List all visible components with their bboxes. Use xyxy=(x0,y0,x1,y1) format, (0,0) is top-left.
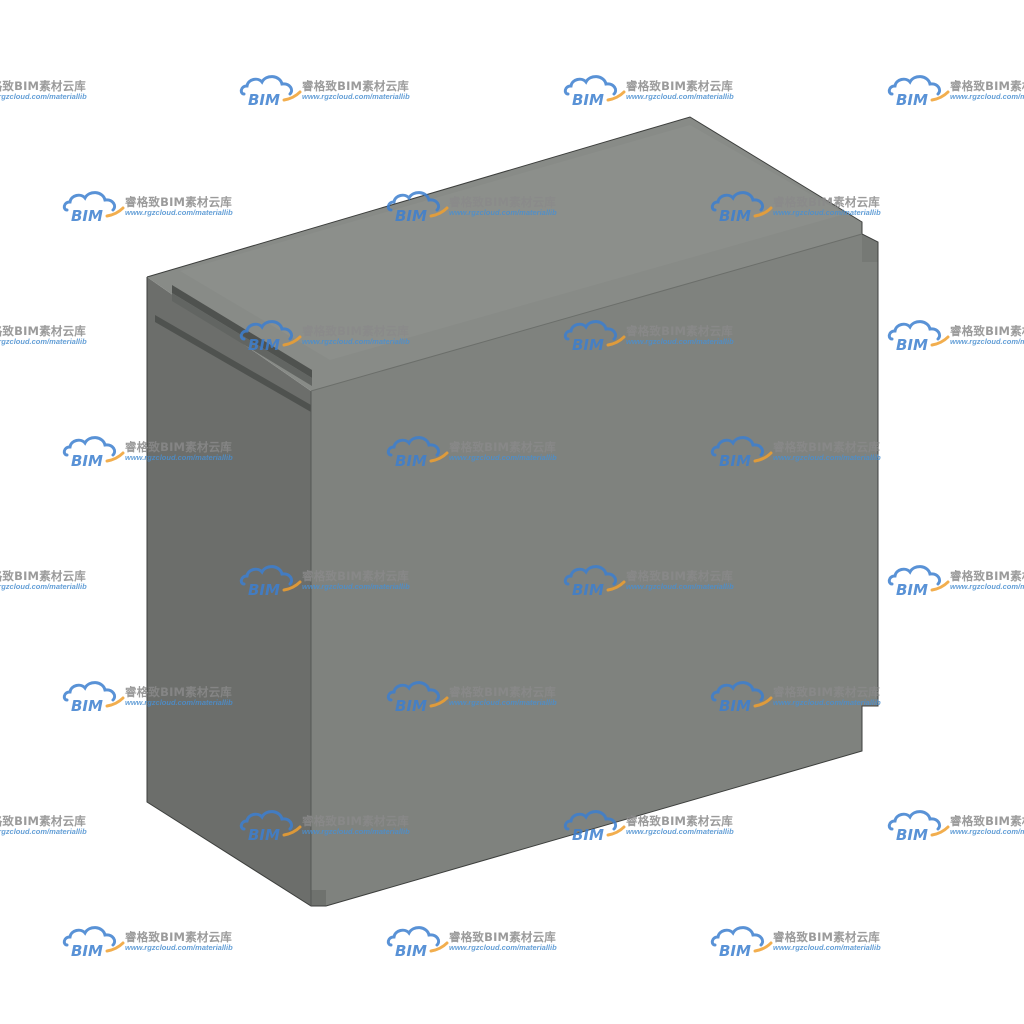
bottom-lip xyxy=(311,890,326,906)
right-lip xyxy=(862,234,878,262)
groove-lower xyxy=(155,315,311,412)
top-step xyxy=(180,125,845,360)
outline xyxy=(146,116,879,907)
left-face xyxy=(147,277,311,906)
top-edge xyxy=(310,233,863,392)
